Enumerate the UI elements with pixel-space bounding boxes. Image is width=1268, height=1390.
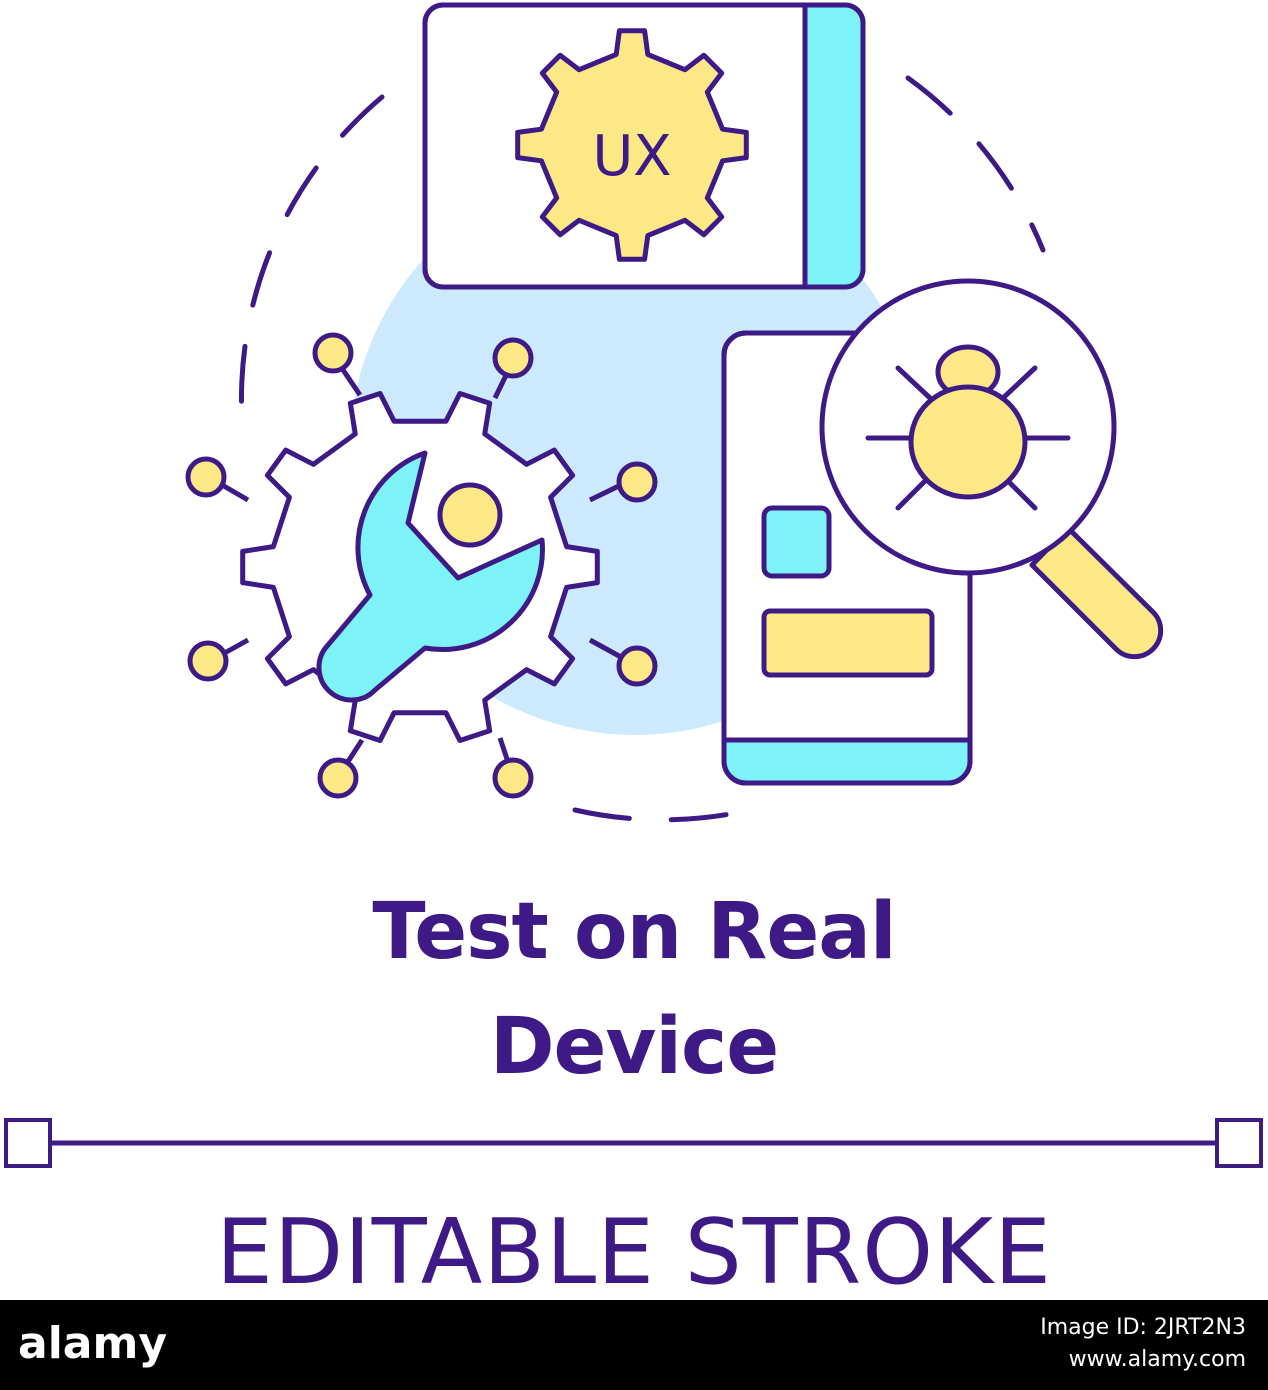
editable-stroke-divider: [4, 1118, 1263, 1168]
divider-right-handle: [1215, 1118, 1263, 1168]
editable-stroke-caption: EDITABLE STROKE: [216, 1200, 1052, 1305]
wrench-icon: [316, 450, 545, 703]
title-line-1: Test on Real: [372, 887, 896, 977]
footer-meta: Image ID: 2JRT2N3 www.alamy.com: [1040, 1312, 1246, 1376]
network-nodes: [185, 332, 658, 799]
concept-illustration: UX: [185, 2, 1164, 823]
alamy-logo: alamy: [18, 1318, 167, 1369]
bug-icon: [865, 344, 1071, 511]
phone-square-block: [761, 505, 832, 579]
divider-left-handle: [4, 1118, 52, 1168]
image-id-text: Image ID: 2JRT2N3: [1040, 1315, 1246, 1340]
stock-footer: alamy Image ID: 2JRT2N3 www.alamy.com: [0, 1300, 1268, 1390]
dashed-circle: [238, 75, 1046, 823]
footer-url: www.alamy.com: [1068, 1346, 1246, 1372]
title-line-2: Device: [489, 1002, 779, 1092]
ux-gear-icon: [515, 28, 749, 262]
phone-bar-block: [761, 608, 935, 678]
ux-gear-label: UX: [592, 124, 671, 189]
